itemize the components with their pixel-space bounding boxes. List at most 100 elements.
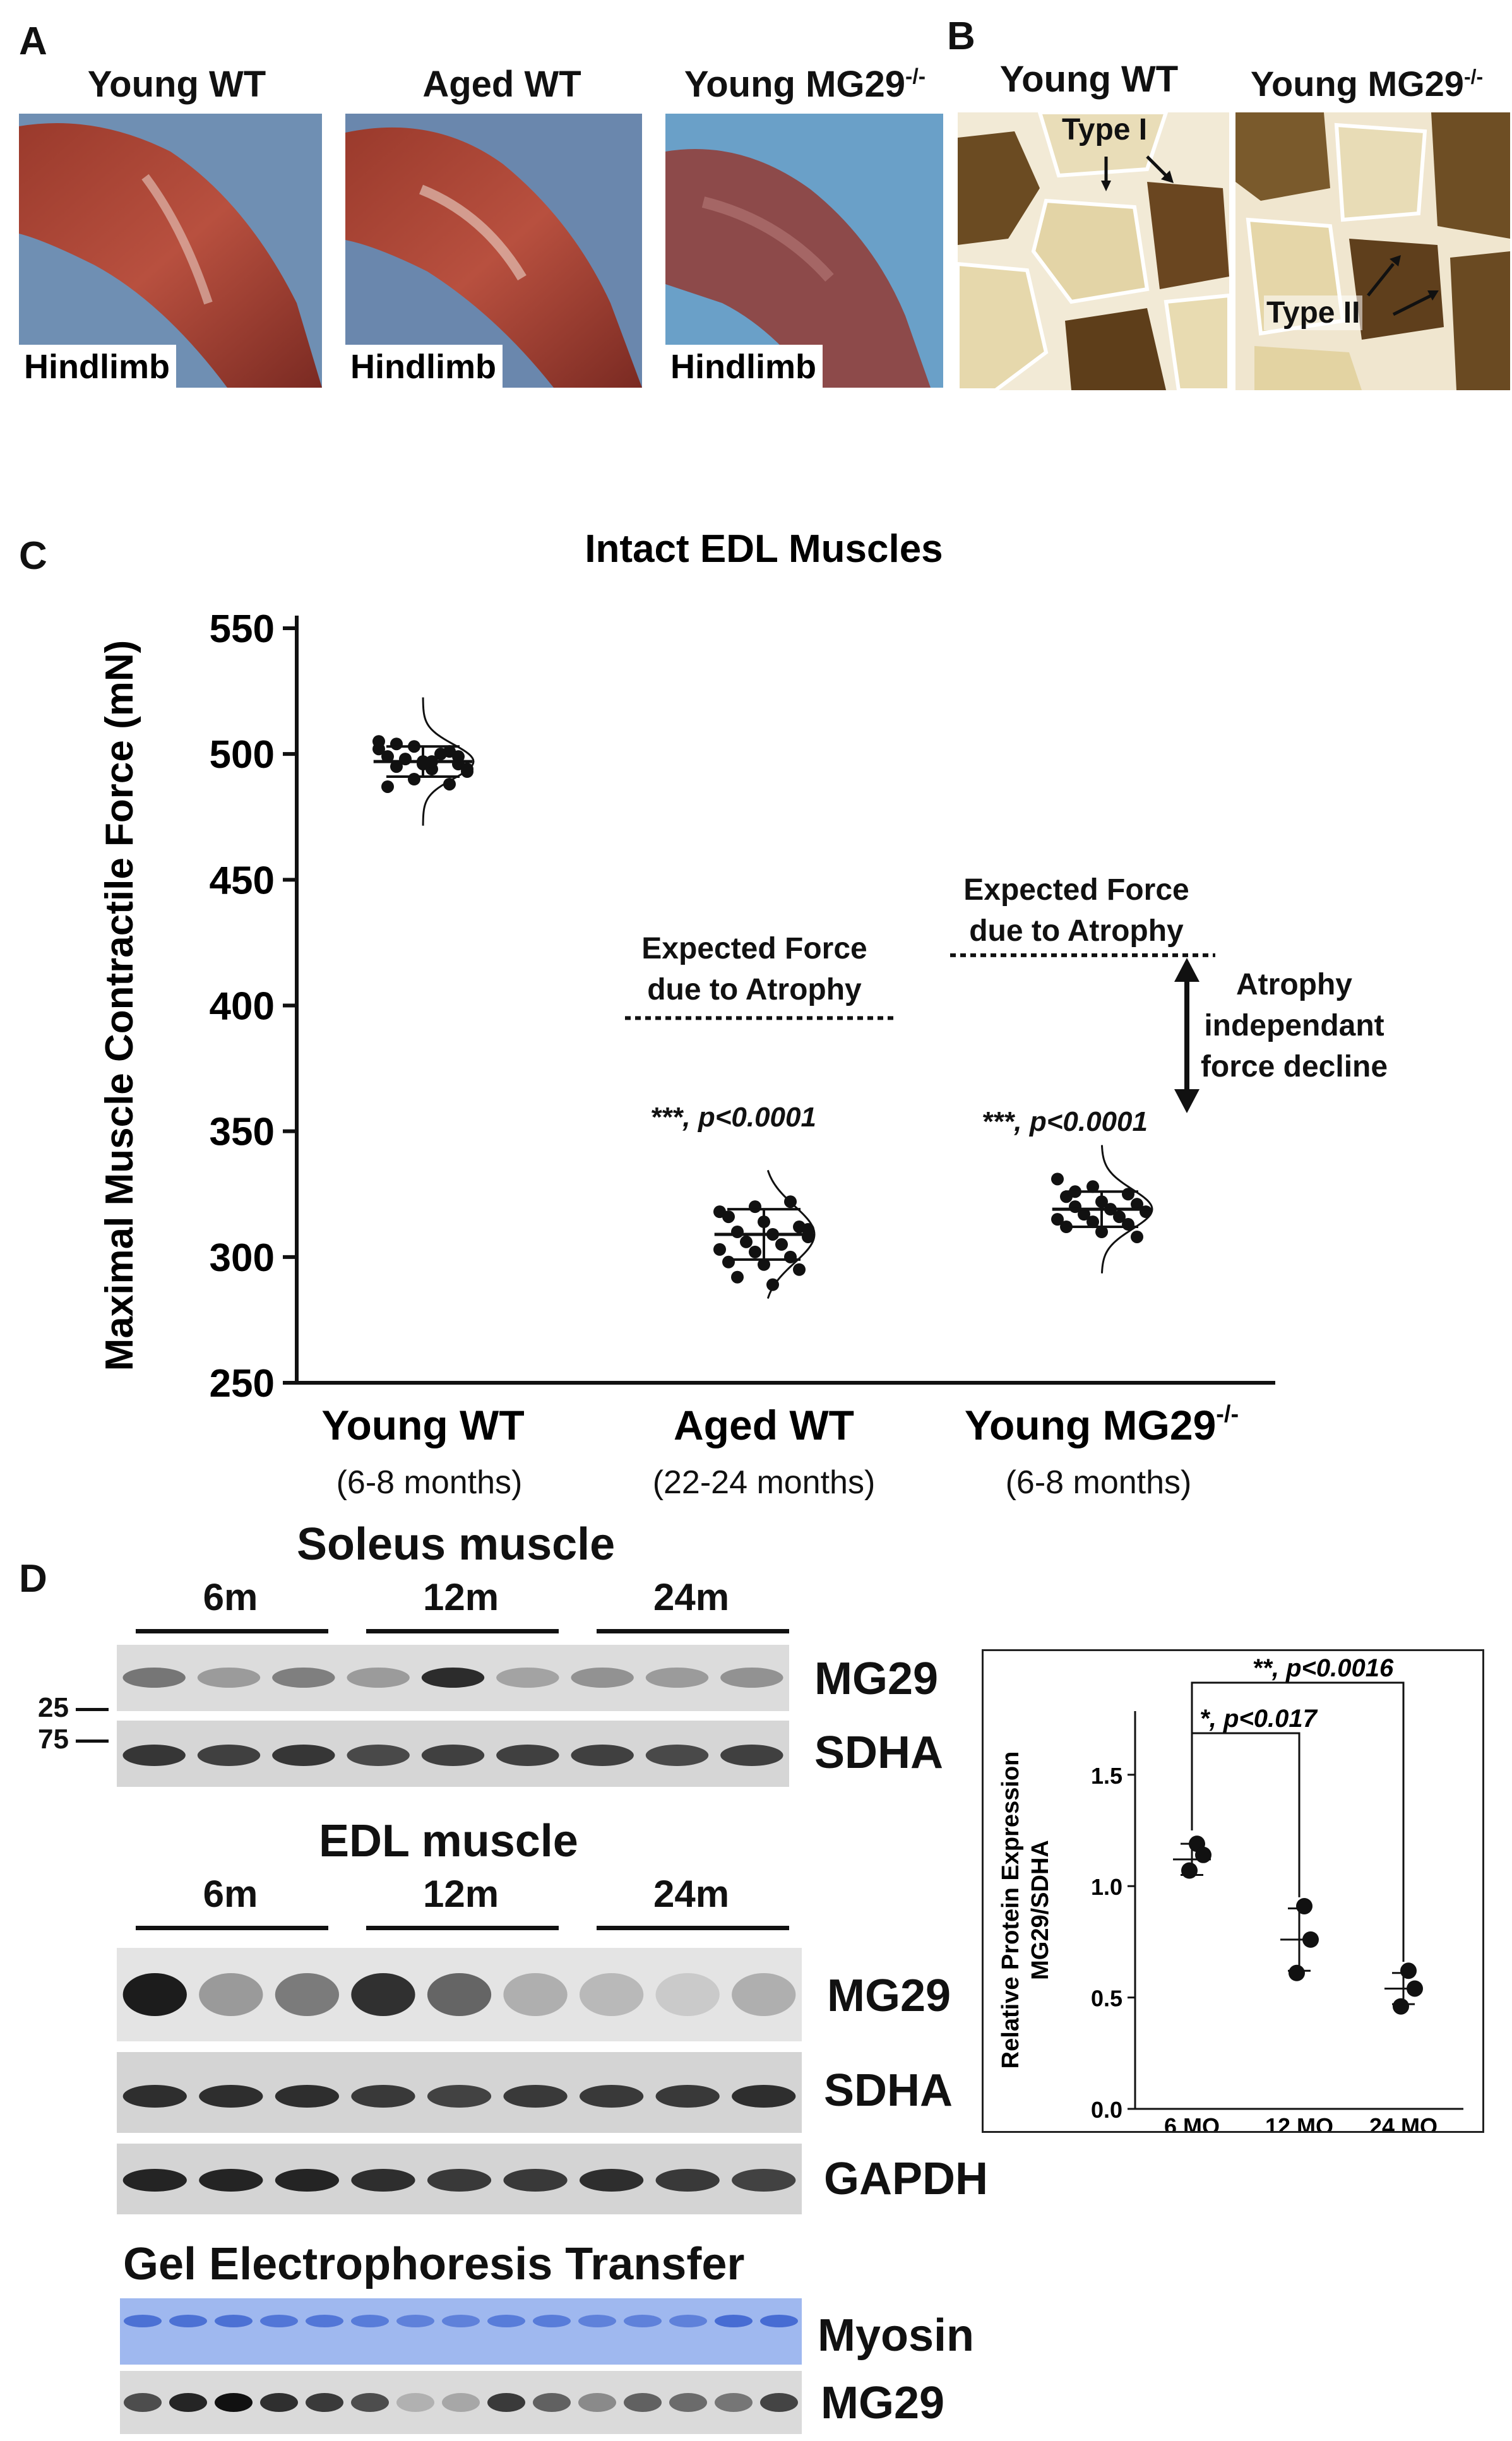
atrophy-note-line2: independant (1204, 1009, 1384, 1042)
chart-d-point-1-2 (1289, 1964, 1305, 1981)
chart-c-point-2-1 (1086, 1180, 1099, 1193)
photo-tag-young-wt: Hindlimb (19, 345, 176, 388)
chart-c-ytick-label-5: 500 (210, 733, 275, 777)
chart-c-ytick-label-4: 450 (210, 859, 275, 902)
blotSolMG29-band-6 (571, 1668, 634, 1688)
chart-c-point-0-6 (390, 760, 403, 773)
blotSolSDHA-band-1 (197, 1745, 261, 1766)
soleus-label-mg29: MG29 (814, 1654, 939, 1704)
panel-a-title-young-mg29: Young MG29-/- (666, 63, 944, 105)
panel-b-title-young-mg29-main: Young MG29 (1250, 64, 1464, 104)
blotSolSDHA-band-2 (272, 1745, 335, 1766)
edl-mg29-bands (122, 1973, 796, 2016)
blotEdlGAPDH-band-5 (503, 2169, 568, 2192)
chart-c-point-2-8 (1140, 1205, 1152, 1219)
soleus-lane-bar-6m (136, 1629, 328, 1633)
soleus-lane-6m: 6m (203, 1576, 258, 1618)
chart-d-point-1-0 (1296, 1897, 1313, 1914)
blotGelMyosin-band-6 (396, 2315, 434, 2327)
blotEdlMG29-band-5 (503, 1973, 568, 2016)
gel-label-myosin: Myosin (818, 2310, 975, 2361)
histology-young-mg29: Type II (1234, 111, 1511, 391)
panel-b-title-young-mg29-sup: -/- (1463, 65, 1484, 88)
chart-c-point-1-2 (784, 1195, 797, 1209)
blotSolMG29-band-7 (645, 1668, 709, 1688)
blotGelMyosin-band-1 (169, 2315, 207, 2327)
soleus-lane-bar-12m (366, 1629, 559, 1633)
type-ii-arrows (1367, 255, 1439, 316)
blotEdlMG29-band-3 (351, 1973, 415, 2016)
chart-d-ylabel-line2: MG29/SDHA (1027, 1840, 1054, 1980)
chart-c-point-1-19 (802, 1223, 814, 1236)
atrophy-note-line3: force decline (1200, 1050, 1388, 1083)
blotGelMG29-band-4 (306, 2393, 343, 2412)
blotSolSDHA-band-6 (571, 1745, 634, 1766)
chart-d-ylabel-line1: Relative Protein Expression (997, 1752, 1024, 2069)
blotGelMG29-band-12 (669, 2393, 707, 2412)
gel-label-mg29: MG29 (821, 2378, 945, 2428)
blotEdlGAPDH-band-4 (427, 2169, 492, 2192)
panel-a-title-young-wt: Young WT (87, 64, 266, 105)
chart-c-point-2-13 (1122, 1218, 1134, 1231)
edl-mg29-blot (117, 1948, 802, 2041)
soleus-lane-24m: 24m (653, 1576, 730, 1618)
blotGelMyosin-band-5 (351, 2315, 389, 2327)
type-ii-label: Type II (1264, 295, 1363, 330)
gel-mg29-blot (120, 2371, 802, 2434)
blotSolSDHA-band-0 (122, 1745, 186, 1766)
chart-c-point-2-2 (1122, 1188, 1134, 1201)
expected-force-mg29-line2: due to Atrophy (969, 914, 1184, 948)
panel-b-title-young-mg29: Young MG29-/- (1228, 63, 1506, 104)
chart-c-point-2-16 (1131, 1230, 1143, 1243)
blotGelMyosin-band-11 (624, 2315, 662, 2327)
chart-c-point-1-18 (766, 1278, 779, 1291)
hindlimb-photo-young-wt: Hindlimb (18, 112, 323, 389)
soleus-sdha-bands (122, 1745, 783, 1766)
blotGelMG29-band-10 (578, 2393, 616, 2412)
blotEdlGAPDH-band-2 (275, 2169, 340, 2192)
chart-c-point-1-12 (749, 1245, 761, 1258)
blotSolMG29-band-2 (272, 1668, 335, 1688)
histology-young-wt: Type I (956, 111, 1230, 391)
gel-title: Gel Electrophoresis Transfer (123, 2239, 745, 2289)
photo-tag-young-mg29: Hindlimb (665, 345, 823, 388)
chart-d-point-0-2 (1181, 1862, 1198, 1879)
chart-d-ytick-label-3: 1.5 (1091, 1763, 1122, 1789)
chart-c-point-1-1 (749, 1200, 761, 1214)
hindlimb-photo-young-mg29: Hindlimb (664, 112, 944, 389)
blotGelMG29-band-1 (169, 2393, 207, 2412)
blotSolSDHA-band-7 (645, 1745, 709, 1766)
panel-c-letter: C (19, 534, 47, 578)
hindlimb-muscle-aged-wt (345, 127, 642, 388)
chart-c-point-1-16 (793, 1263, 806, 1276)
blotGelMyosin-band-3 (260, 2315, 298, 2327)
blotEdlMG29-band-8 (732, 1973, 796, 2016)
blotGelMyosin-band-14 (760, 2315, 798, 2327)
chart-c-point-0-3 (381, 750, 394, 763)
blotGelMyosin-band-12 (669, 2315, 707, 2327)
blotEdlSDHA-band-2 (275, 2085, 340, 2108)
edl-lane-6m: 6m (203, 1873, 258, 1915)
chart-c-point-0-17 (390, 737, 403, 751)
chart-d-point-2-0 (1400, 1962, 1417, 1979)
blotGelMG29-band-3 (260, 2393, 298, 2412)
chart-c-point-2-11 (1051, 1213, 1064, 1226)
chart-d-bracket-1 (1191, 1732, 1301, 1897)
blotGelMyosin-band-8 (487, 2315, 525, 2327)
gel-mg29-bands (124, 2393, 798, 2412)
panel-a-title-young-mg29-main: Young MG29 (684, 64, 906, 105)
chart-c-point-0-16 (452, 750, 465, 763)
blotEdlSDHA-band-8 (732, 2085, 796, 2108)
blotGelMG29-band-8 (487, 2393, 525, 2412)
chart-d-bracket-label-0: **, p<0.0016 (1253, 1654, 1394, 1682)
chart-d-ytick-label-1: 0.5 (1091, 1986, 1122, 2012)
atrophy-double-arrow (1174, 958, 1199, 1113)
chart-c-point-1-9 (740, 1235, 753, 1248)
blotGelMyosin-band-10 (578, 2315, 616, 2327)
hindlimb-muscle-young-wt (19, 123, 322, 388)
blotGelMG29-band-9 (533, 2393, 571, 2412)
blotGelMyosin-band-13 (715, 2315, 753, 2327)
blotEdlGAPDH-band-1 (199, 2169, 263, 2192)
chart-d-point-2-2 (1393, 1998, 1409, 2015)
